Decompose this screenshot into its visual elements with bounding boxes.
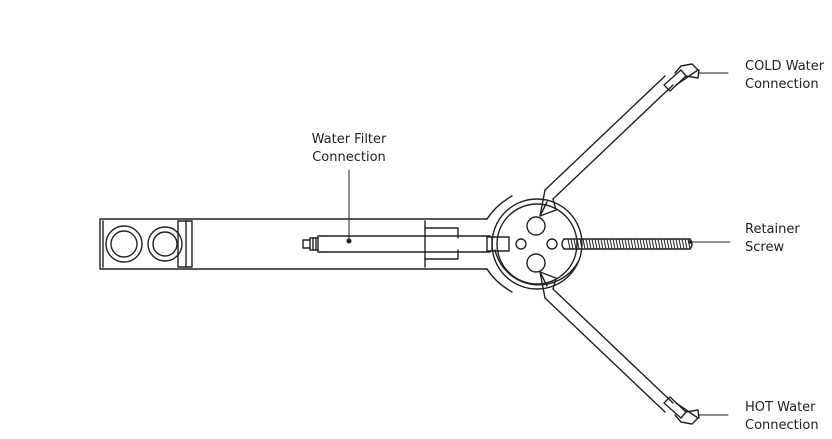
hot-water-connection-label: HOT Water Connection	[745, 399, 819, 435]
hot-water-label-line2: Connection	[745, 418, 819, 433]
retainer-screw	[561, 238, 693, 250]
retainer-screw-label-line2: Screw	[745, 240, 785, 255]
retainer-screw-label-line1: Retainer	[745, 222, 800, 237]
cold-water-arm	[539, 63, 700, 217]
water-filter-tube	[302, 235, 510, 253]
leader-dots	[688, 240, 692, 244]
water-filter-label-line2: Connection	[312, 150, 386, 165]
circular-ports	[105, 225, 183, 263]
cold-water-label-line2: Connection	[745, 77, 819, 92]
hot-water-label-line1: HOT Water	[745, 400, 816, 415]
water-filter-connection-label: Water Filter Connection	[303, 131, 395, 167]
cold-water-connection-label: COLD Water Connection	[745, 58, 824, 94]
cold-water-label-line1: COLD Water	[745, 59, 825, 74]
leader-lines	[348, 72, 731, 416]
retainer-screw-label: Retainer Screw	[745, 221, 800, 257]
water-filter-label-line1: Water Filter	[311, 132, 387, 147]
hot-water-arm	[539, 271, 700, 425]
hub-manifold	[491, 198, 583, 290]
main-body-arm	[99, 195, 513, 293]
